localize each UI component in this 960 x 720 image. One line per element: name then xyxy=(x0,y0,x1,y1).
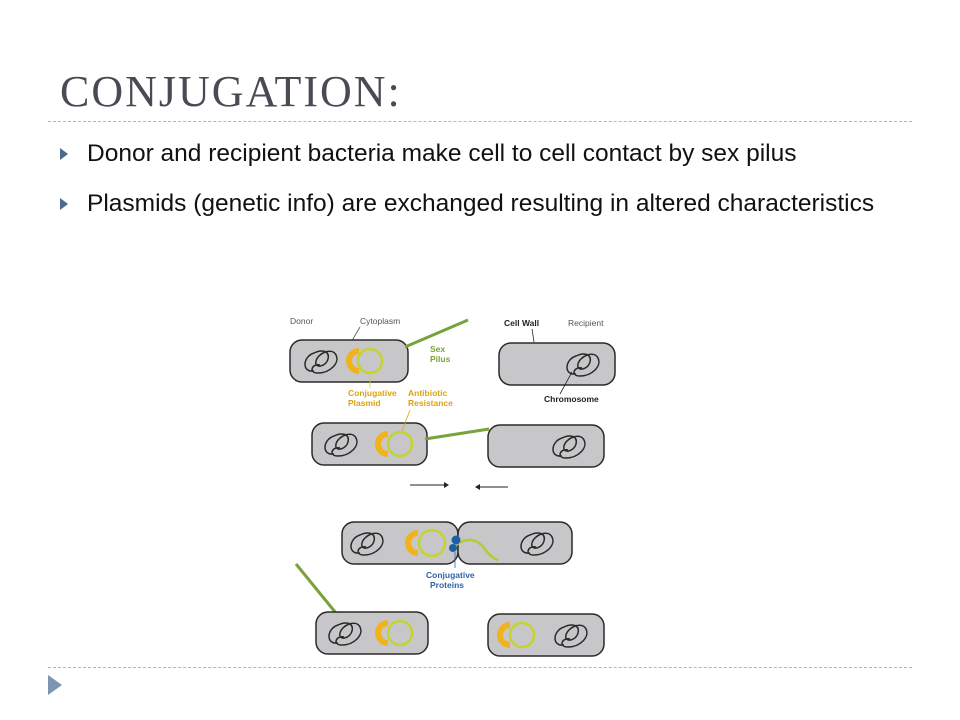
transferring-dna-strand xyxy=(455,538,499,562)
cell-wall-leader xyxy=(531,328,535,343)
triangle-bullet-icon xyxy=(60,198,68,210)
cytoplasm-label: Cytoplasm xyxy=(360,316,400,326)
conjugative-protein xyxy=(451,535,461,545)
chromosome-leader xyxy=(559,371,573,395)
conjugative-plasmid-label-2: Plasmid xyxy=(348,398,381,408)
conjugative-plasmid-ring xyxy=(386,619,414,647)
sex-pilus-label-2: Pilus xyxy=(430,354,451,364)
conjugative-plasmid-ring xyxy=(356,347,384,375)
sex-pilus xyxy=(424,427,490,441)
bullet-text: Plasmids (genetic info) are exchanged re… xyxy=(87,190,875,217)
sex-pilus xyxy=(404,318,469,349)
recipient-label: Recipient xyxy=(568,318,604,328)
sex-pilus-label-1: Sex xyxy=(430,344,445,354)
recipient-cell xyxy=(487,424,605,468)
slide-title: CONJUGATION: xyxy=(60,67,402,116)
sex-pilus xyxy=(294,563,342,619)
footer-divider xyxy=(48,667,912,668)
conjugative-proteins-label-2: Proteins xyxy=(430,580,464,590)
bullet-item: Donor and recipient bacteria make cell t… xyxy=(60,138,920,170)
antibiotic-resistance-gene xyxy=(405,530,418,556)
title-divider xyxy=(48,121,912,122)
antibiotic-resistance-label-2: Resistance xyxy=(408,398,453,408)
recipient-cell xyxy=(457,521,573,565)
resistance-leader xyxy=(401,409,411,432)
recipient-cell xyxy=(498,342,616,386)
conjugative-proteins-label-1: Conjugative xyxy=(426,570,475,580)
conjugative-plasmid-ring xyxy=(386,430,414,458)
approach-arrows xyxy=(410,482,508,490)
conjugative-plasmid-label-1: Conjugative xyxy=(348,388,397,398)
triangle-bullet-icon xyxy=(60,148,68,160)
donor-label: Donor xyxy=(290,316,313,326)
slide-nav-arrow-icon[interactable] xyxy=(48,675,62,695)
conjugation-diagram: Donor Cytoplasm Cell Wall Recipient Sex … xyxy=(289,316,616,657)
cell-wall-label: Cell Wall xyxy=(504,318,539,328)
conjugative-plasmid-ring xyxy=(417,528,447,558)
antibiotic-resistance-gene xyxy=(375,620,388,646)
bullet-list: Donor and recipient bacteria make cell t… xyxy=(60,138,920,238)
donor-cell xyxy=(341,521,459,565)
antibiotic-resistance-gene xyxy=(375,431,388,457)
antibiotic-resistance-gene xyxy=(346,348,359,374)
chromosome-label: Chromosome xyxy=(544,394,599,404)
antibiotic-resistance-label-1: Antibiotic xyxy=(408,388,447,398)
conjugative-protein xyxy=(449,544,457,552)
antibiotic-resistance-gene xyxy=(497,622,510,648)
conjugative-plasmid-ring xyxy=(508,621,536,649)
bullet-item: Plasmids (genetic info) are exchanged re… xyxy=(60,188,920,220)
donor-cell xyxy=(311,422,428,466)
bullet-text: Donor and recipient bacteria make cell t… xyxy=(87,140,797,167)
